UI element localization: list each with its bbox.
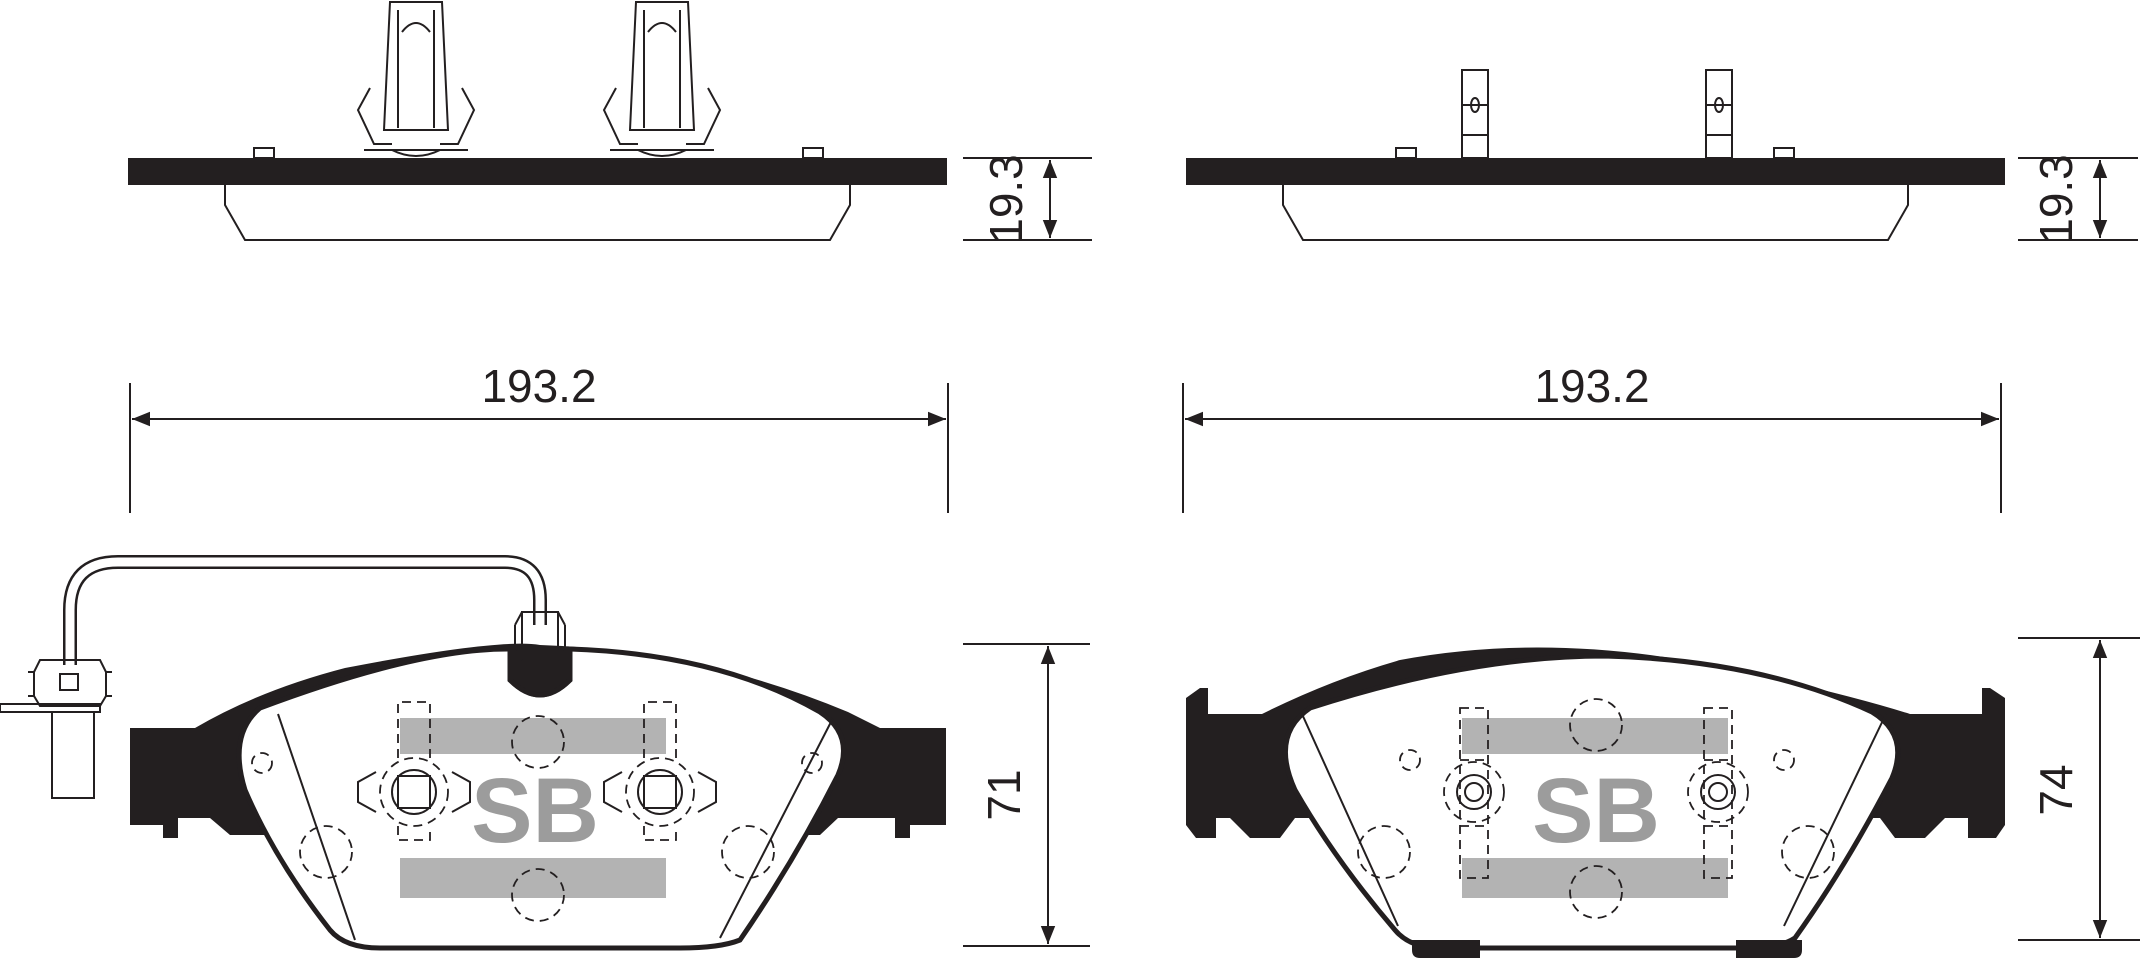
width-label-right: 193.2: [1534, 360, 1649, 412]
pin-mount-1: [1443, 707, 1505, 879]
width-dimension-right: 193.2: [1182, 360, 2002, 513]
right-side-view: 19.3: [1186, 69, 2138, 244]
wear-sensor: [0, 555, 566, 799]
guide-pin-1: [1461, 69, 1489, 159]
bottom-tabs: [1412, 940, 1802, 958]
friction-pad-face: [1282, 653, 1901, 951]
thickness-label-right: 19.3: [2030, 154, 2082, 244]
left-front-view: SB: [0, 555, 1090, 951]
small-tab-left: [253, 147, 275, 159]
pin-mount-2: [1687, 707, 1749, 879]
sensor-head: [521, 611, 559, 691]
retaining-clip-1: [356, 1, 476, 157]
backing-plate: [1186, 158, 2005, 185]
height-dimension-right: 74: [2018, 637, 2140, 941]
logo-band-top: [400, 718, 666, 754]
logo-band-bottom: [400, 858, 666, 898]
height-dimension-left: 71: [963, 643, 1090, 947]
sensor-plug: [51, 711, 95, 799]
thickness-dimension-right: 19.3: [2018, 154, 2138, 244]
center-notch-outline: [516, 160, 559, 184]
backing-plate: [128, 158, 947, 185]
friction-material-side: [224, 185, 851, 241]
logo-band-top: [1462, 718, 1728, 754]
left-side-view: 19.3: [128, 1, 1092, 244]
sensor-connector: [33, 659, 107, 707]
sensor-notch: [507, 649, 573, 698]
small-tab-right: [802, 147, 824, 159]
clip-mount-1: [357, 701, 471, 841]
guide-pin-2: [1705, 69, 1733, 159]
logo-band-bottom: [1462, 858, 1728, 898]
clip-mount-2: [603, 701, 717, 841]
logo-text-left: SB: [471, 760, 599, 862]
width-label-left: 193.2: [481, 360, 596, 412]
width-dimension-left: 193.2: [129, 360, 949, 513]
height-label-right: 74: [2030, 764, 2082, 815]
friction-material-side: [1282, 185, 1909, 241]
height-label-left: 71: [978, 769, 1030, 820]
logo-text-right: SB: [1532, 760, 1660, 862]
small-tab-left: [1395, 147, 1417, 159]
right-front-view: SB 74: [1186, 637, 2140, 958]
small-tab-right: [1773, 147, 1795, 159]
thickness-label-left: 19.3: [980, 154, 1032, 244]
retaining-clip-2: [602, 1, 722, 157]
thickness-dimension-left: 19.3: [963, 154, 1092, 244]
